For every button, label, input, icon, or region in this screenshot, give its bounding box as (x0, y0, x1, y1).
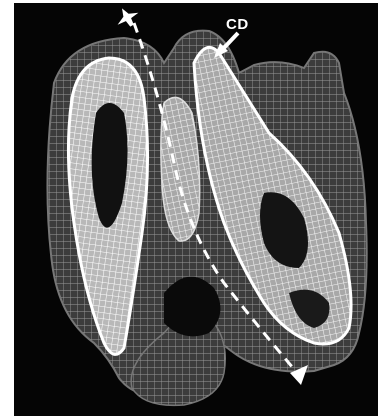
wireframe-render (14, 3, 378, 416)
center-column (161, 97, 200, 241)
render-frame (14, 3, 378, 416)
airplane-icon (112, 3, 143, 32)
cd-label: CD (226, 16, 249, 33)
